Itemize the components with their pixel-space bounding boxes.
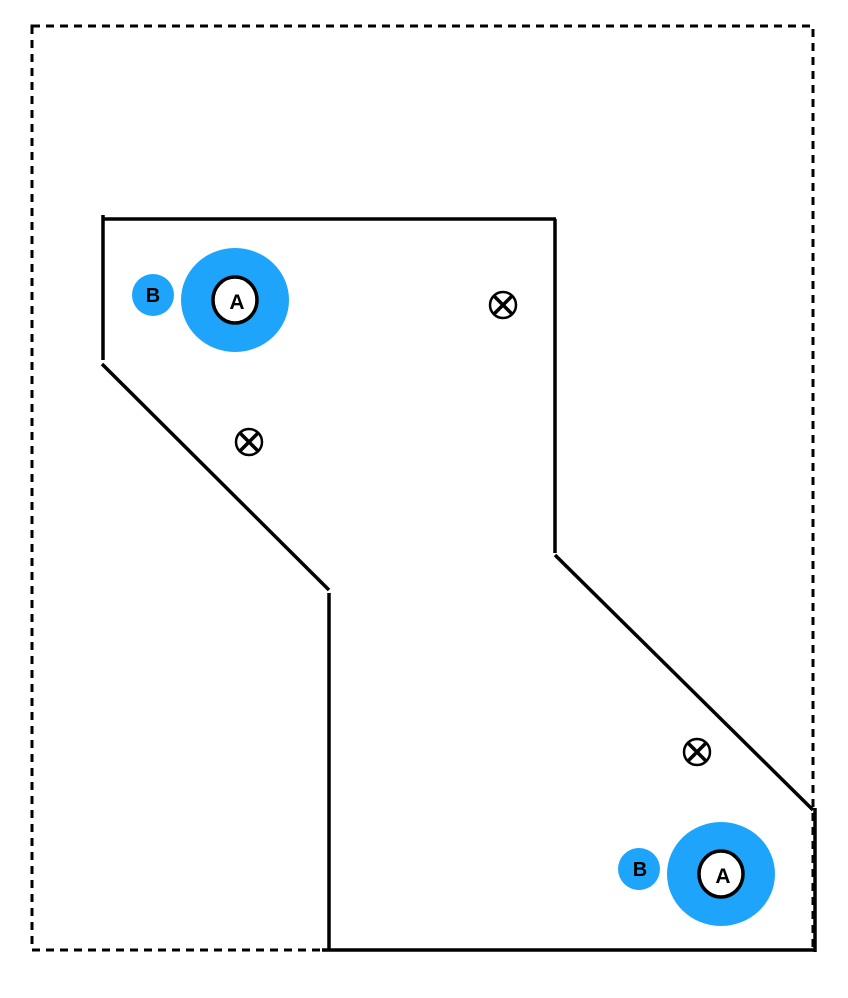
b-label: B	[146, 285, 160, 307]
wall	[553, 553, 815, 812]
cross-circle-icon	[488, 290, 518, 320]
b-marker[interactable]	[132, 274, 174, 316]
boundary-dashed	[30, 24, 815, 952]
b-marker[interactable]	[618, 848, 660, 890]
a-label: A	[715, 865, 730, 888]
a-label: A	[229, 291, 244, 314]
walls	[100, 215, 817, 952]
a-marker[interactable]	[211, 275, 259, 325]
cross-circle-icon	[682, 737, 712, 767]
wall	[100, 362, 331, 592]
marker-group-top-left: B A	[132, 248, 289, 352]
b-label: B	[633, 859, 647, 881]
marker-group-bottom-right: B A	[618, 822, 775, 926]
a-marker[interactable]	[697, 849, 745, 899]
cross-circle-icon	[234, 427, 264, 457]
